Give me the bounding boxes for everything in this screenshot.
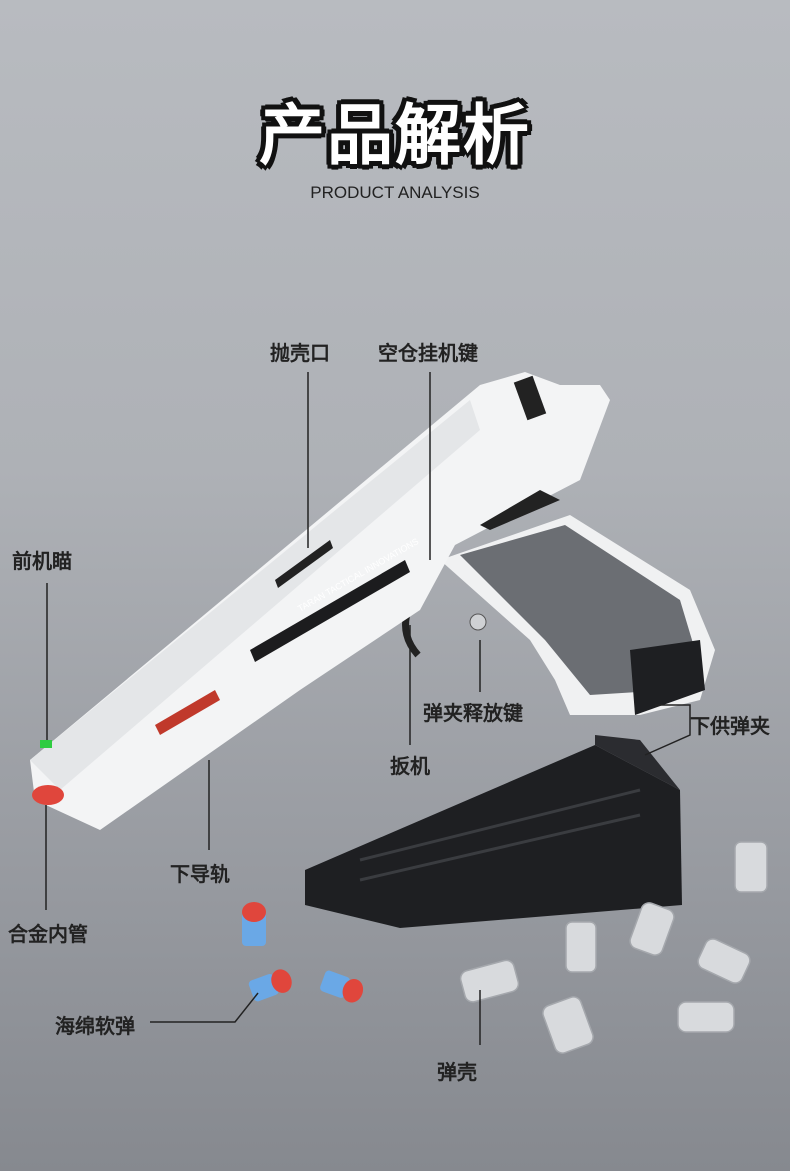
label-foam-darts: 海绵软弹 xyxy=(55,1014,135,1038)
page-subtitle: PRODUCT ANALYSIS xyxy=(310,183,480,202)
magazine xyxy=(305,735,682,928)
front-sight xyxy=(40,740,52,748)
label-bottom-magazine: 下供弹夹 xyxy=(690,714,770,738)
pistol-frame xyxy=(402,515,715,715)
label-lower-rail: 下导轨 xyxy=(170,862,230,886)
pistol-slide: TARAN TACTICAL INNOVATIONS xyxy=(30,372,610,830)
page-title: 产品解析 xyxy=(259,97,531,174)
mag-release-button xyxy=(469,613,487,631)
label-slide-stop: 空仓挂机键 xyxy=(378,341,478,365)
ejection-port xyxy=(275,540,333,588)
label-mag-release: 弹夹释放键 xyxy=(423,701,523,725)
label-ejection-port: 抛壳口 xyxy=(270,341,330,365)
label-front-sight: 前机瞄 xyxy=(12,549,72,573)
barrel-tip xyxy=(32,785,64,805)
shells xyxy=(459,841,768,1054)
leader-lines xyxy=(45,372,691,1045)
darts xyxy=(242,902,364,1003)
label-trigger: 扳机 xyxy=(390,754,430,778)
label-shells: 弹壳 xyxy=(437,1060,477,1084)
label-alloy-barrel: 合金内管 xyxy=(8,922,88,946)
logo-panel xyxy=(250,560,410,662)
